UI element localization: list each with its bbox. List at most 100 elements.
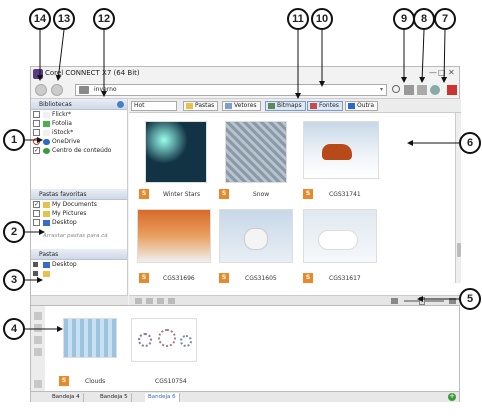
gear-icon[interactable]: [430, 85, 440, 95]
filter-label: Fontes: [319, 102, 339, 109]
folder-item-user[interactable]: [31, 269, 127, 278]
expand-icon[interactable]: [33, 262, 38, 267]
bitmap-icon: [268, 103, 275, 109]
search-input[interactable]: inverno ▾: [75, 84, 387, 96]
thumbnail-size-large-icon[interactable]: [449, 298, 456, 304]
toolbar: inverno ▾: [31, 81, 459, 99]
thumbnail-cgs31605[interactable]: [219, 209, 293, 263]
info-icon[interactable]: [117, 101, 124, 108]
tab-tray-5[interactable]: Bandeja 5: [97, 393, 132, 402]
library-item-flickr[interactable]: Flickr*: [31, 110, 127, 119]
result-label: CGS31605: [245, 275, 277, 282]
checkbox[interactable]: [33, 219, 40, 226]
favorites-header[interactable]: Pastas favoritas: [31, 189, 127, 200]
filter-fonts-button[interactable]: Fontes: [307, 101, 343, 111]
paste-icon[interactable]: [417, 85, 427, 95]
tray-tool-icon[interactable]: [34, 312, 42, 320]
back-arrow-icon[interactable]: [35, 84, 47, 96]
scrollbar-thumb[interactable]: [457, 243, 461, 257]
left-panel-scrollbar[interactable]: [31, 295, 128, 305]
filter-vectors-button[interactable]: Vetores: [222, 101, 261, 111]
checkbox-checked[interactable]: ✓: [33, 147, 40, 154]
view-icon[interactable]: [146, 298, 153, 304]
tray-item-label: Clouds: [85, 378, 106, 385]
minimize-button[interactable]: —: [429, 68, 437, 77]
thumbnail-cgs31617[interactable]: [303, 209, 377, 263]
close-button[interactable]: ✕: [448, 68, 455, 77]
thumbnail-cgs31696[interactable]: [137, 209, 211, 263]
favorite-item-my-pictures[interactable]: My Pictures: [31, 209, 127, 218]
forward-arrow-icon[interactable]: [51, 84, 63, 96]
thumbnail-cgs31741[interactable]: [303, 121, 379, 179]
thumbnail-winter-stars[interactable]: [145, 121, 207, 183]
tray-tool-icon[interactable]: [34, 348, 42, 356]
status-badge: S: [219, 189, 229, 199]
copy-icon[interactable]: [404, 85, 414, 95]
callout-7: 7: [434, 8, 456, 30]
tray-tool-icon[interactable]: [34, 324, 42, 332]
view-icon[interactable]: [135, 298, 142, 304]
sort-dropdown[interactable]: Hot: [131, 101, 177, 111]
view-icon[interactable]: [157, 298, 164, 304]
callout-12: 12: [93, 8, 115, 30]
status-badge: S: [59, 376, 69, 386]
filter-other-button[interactable]: Outra: [345, 101, 379, 111]
library-item-label: iStock*: [52, 129, 74, 136]
checkbox[interactable]: [33, 138, 40, 145]
tray-tool-icon[interactable]: [34, 380, 42, 388]
desktop-icon: [43, 261, 50, 268]
checkbox[interactable]: [33, 210, 40, 217]
tray-thumbnail-cgs10754[interactable]: [131, 318, 197, 362]
library-item-label: OneDrive: [52, 138, 81, 145]
library-item-label: Fotolia: [52, 120, 72, 127]
folder-item-desktop[interactable]: Desktop: [31, 260, 127, 269]
thumbnail-size-small-icon[interactable]: [391, 298, 398, 304]
favorite-item-desktop[interactable]: Desktop: [31, 218, 127, 227]
maximize-button[interactable]: □: [438, 68, 446, 77]
title-bar: Corel CONNECT X7 (64 Bit) — □ ✕: [31, 67, 459, 81]
view-icon[interactable]: [168, 298, 175, 304]
checkbox-checked[interactable]: ✓: [33, 201, 40, 208]
checkbox[interactable]: [33, 120, 40, 127]
filter-bitmaps-button[interactable]: Bitmaps: [265, 101, 306, 111]
library-item-fotolia[interactable]: Fotolia: [31, 119, 127, 128]
tab-tray-4[interactable]: Bandeja 4: [49, 393, 84, 402]
tray-tool-icon[interactable]: [34, 336, 42, 344]
tray-tabs: Bandeja 4 Bandeja 5 Bandeja 6 +: [31, 391, 459, 402]
expand-icon[interactable]: [33, 271, 38, 276]
library-item-onedrive[interactable]: OneDrive: [31, 137, 127, 146]
callout-5: 5: [459, 288, 481, 310]
folder-search-icon: [79, 86, 89, 94]
thumbnail-snow[interactable]: [225, 121, 287, 183]
filter-label: Vetores: [234, 102, 257, 109]
filter-folders-button[interactable]: Pastas: [183, 101, 219, 111]
favorite-item-my-documents[interactable]: ✓My Documents: [31, 200, 127, 209]
slider-handle[interactable]: [419, 297, 425, 305]
checkbox[interactable]: [33, 129, 40, 136]
library-item-content-center[interactable]: ✓Centro de conteúdo: [31, 146, 127, 155]
fotolia-icon: [43, 120, 50, 127]
callout-13: 13: [53, 8, 75, 30]
tab-tray-6[interactable]: Bandeja 6: [145, 393, 180, 402]
folders-header[interactable]: Pastas: [31, 249, 127, 260]
callout-6: 6: [459, 132, 481, 154]
drag-folders-hint: Arrastar pastas para cá: [43, 233, 108, 239]
snowflake-shape: [138, 333, 152, 347]
add-tray-button[interactable]: +: [448, 392, 456, 401]
app-logo-icon: [33, 69, 43, 79]
result-label: Snow: [253, 191, 270, 198]
user-icon[interactable]: [447, 85, 457, 95]
tray-thumbnail-clouds[interactable]: [63, 318, 117, 358]
checkbox[interactable]: [33, 111, 40, 118]
results-scrollbar[interactable]: [455, 113, 461, 283]
library-item-istock[interactable]: iStock*: [31, 128, 127, 137]
tray-item-label: CGS10754: [155, 378, 187, 385]
tray-panel: S Clouds CGS10754: [31, 305, 459, 392]
font-icon: [310, 103, 317, 109]
callout-3: 3: [3, 269, 25, 291]
chevron-down-icon[interactable]: ▾: [379, 86, 383, 93]
status-badge: S: [139, 273, 149, 283]
libraries-header[interactable]: Bibliotecas: [31, 99, 127, 110]
callout-9: 9: [393, 8, 415, 30]
search-icon[interactable]: [392, 85, 400, 93]
